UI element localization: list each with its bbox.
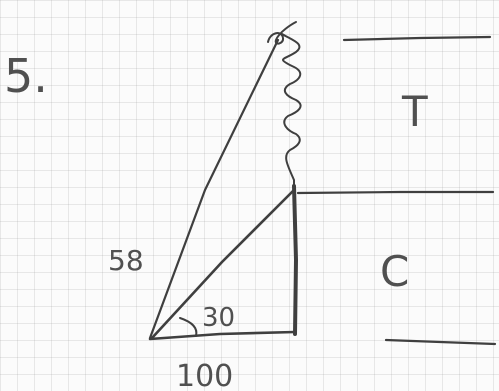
problem-number: 5. bbox=[4, 49, 48, 103]
lower-boundary-line bbox=[384, 338, 497, 346]
region-label-upper: T bbox=[401, 87, 428, 136]
top-curl bbox=[267, 21, 297, 45]
upper-boundary-line bbox=[342, 35, 492, 42]
middle-boundary-line bbox=[296, 190, 495, 195]
base-length-label: 100 bbox=[176, 359, 233, 391]
spring-squiggle bbox=[281, 33, 302, 187]
region-label-lower: C bbox=[380, 247, 409, 296]
angle-arc bbox=[179, 317, 198, 337]
triangle-hypotenuse bbox=[150, 188, 296, 340]
hypotenuse-length-label: 58 bbox=[108, 244, 144, 277]
triangle-base bbox=[148, 330, 297, 341]
triangle-vertical-side bbox=[292, 184, 298, 336]
long-hypotenuse-line bbox=[148, 38, 280, 340]
angle-value-label: 30 bbox=[202, 303, 235, 333]
